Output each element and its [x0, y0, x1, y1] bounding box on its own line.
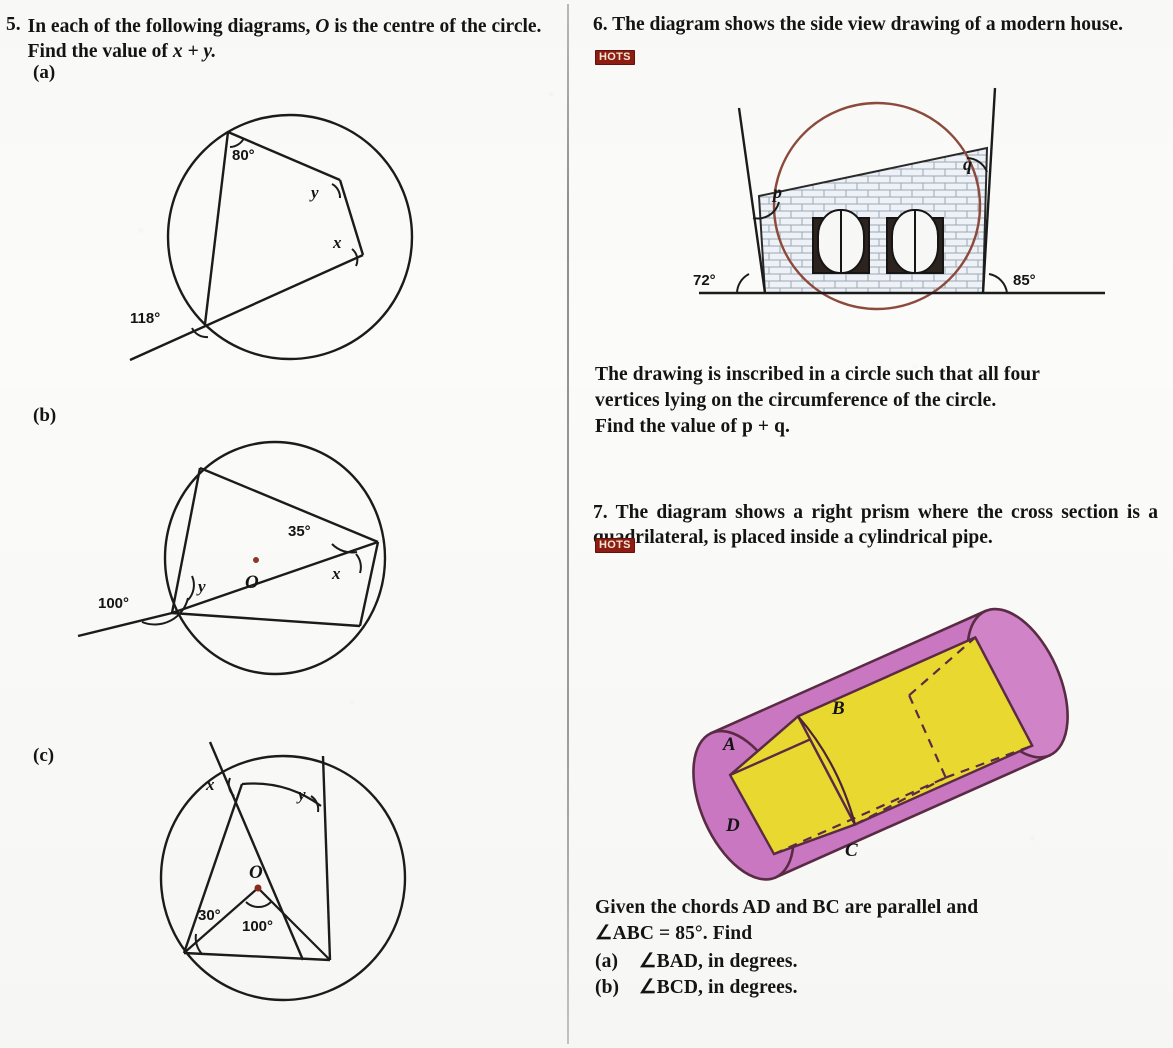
centre-label-O-b: O — [245, 572, 259, 593]
question-7-number: 7. — [593, 502, 608, 523]
angle-label-118: 118° — [130, 310, 160, 327]
question-7-header: 7. The diagram shows a right prism where… — [593, 500, 1158, 550]
centre-label-O-c: O — [249, 862, 263, 883]
diagram-5a: 80° y x 118° — [100, 92, 520, 382]
angle-label-85: 85° — [1013, 272, 1036, 289]
question-7-subparts: (a) ∠BAD, in degrees. (b) ∠BCD, in degre… — [595, 949, 1148, 1001]
question-7-given: Given the chords AD and BC are parallel … — [595, 895, 1148, 947]
q6-caption-line-2: vertices lying on the circumference of t… — [595, 390, 997, 411]
angle-label-100-c: 100° — [242, 918, 273, 935]
q5-text-part2: is the centre — [334, 16, 435, 37]
angle-label-80: 80° — [232, 147, 255, 164]
vertex-label-D: D — [725, 815, 740, 836]
angle-label-q: q — [963, 154, 972, 174]
q7-subpart-a-label: (a) — [595, 951, 619, 972]
vertex-label-C: C — [845, 840, 858, 861]
question-7-text: The diagram shows a right prism where th… — [593, 502, 1159, 548]
right-column: 6. The diagram shows the side view drawi… — [569, 0, 1173, 1048]
vertex-label-B: B — [831, 698, 845, 719]
hots-badge-q6: HOTS — [595, 50, 635, 65]
part-label-b: (b) — [33, 405, 57, 426]
column-divider — [567, 4, 569, 1044]
q7-subpart-b-text: ∠BCD, in degrees. — [639, 977, 798, 998]
q7-given-line-2: ∠ABC = 85°. Find — [595, 923, 753, 944]
question-6-text: The diagram shows the side view drawing … — [612, 14, 1123, 35]
q7-subpart-b-label: (b) — [595, 977, 620, 998]
angle-label-y-b: y — [196, 577, 206, 596]
angle-label-x-c: x — [205, 775, 215, 794]
question-5-header: 5. In each of the following diagrams, O … — [6, 14, 562, 64]
angle-label-72: 72° — [693, 272, 716, 289]
angle-label-y-c: y — [296, 785, 306, 804]
q7-subpart-b: (b) ∠BCD, in degrees. — [595, 975, 1148, 1001]
diagram-q7-prism-cylinder: A B C D — [657, 588, 1127, 888]
hots-badge-q7: HOTS — [595, 538, 635, 553]
q5-centre-symbol: O — [315, 16, 330, 37]
question-6-caption: The drawing is inscribed in a circle suc… — [595, 362, 1148, 440]
q7-subpart-a-text: ∠BAD, in degrees. — [639, 951, 798, 972]
angle-label-100: 100° — [98, 595, 129, 612]
diagram-5b: 100° y 35° x O — [60, 440, 530, 690]
angle-label-30: 30° — [198, 907, 221, 924]
left-column: 5. In each of the following diagrams, O … — [0, 0, 567, 1048]
angle-label-p: p — [771, 182, 782, 202]
q7-given-line-1: Given the chords AD and BC are parallel … — [595, 897, 979, 918]
angle-label-y: y — [309, 183, 319, 202]
angle-label-35: 35° — [288, 523, 311, 540]
diagram-5c: x y O 30° 100° — [118, 728, 528, 1008]
q6-caption-line-3: Find the value of p + q. — [595, 416, 791, 437]
question-5-number: 5. — [6, 14, 21, 35]
q5-text-part1: In each of the following diagrams, — [27, 16, 311, 37]
q5-text-part3: of the circle. Find the value of — [27, 16, 542, 62]
angle-label-x-b: x — [331, 564, 341, 583]
question-5-text: In each of the following diagrams, O is … — [28, 14, 562, 64]
part-label-c: (c) — [33, 745, 55, 766]
part-label-a: (a) — [33, 62, 56, 83]
question-6-header: 6. The diagram shows the side view drawi… — [593, 12, 1158, 37]
q5-expression: x + y. — [172, 41, 217, 62]
angle-label-x: x — [332, 233, 342, 252]
q6-caption-line-1: The drawing is inscribed in a circle suc… — [595, 364, 1040, 385]
question-6-number: 6. — [593, 14, 608, 35]
diagram-q6-house: p q 72° 85° — [687, 78, 1117, 328]
vertex-label-A: A — [722, 734, 736, 755]
q7-subpart-a: (a) ∠BAD, in degrees. — [595, 949, 1148, 975]
